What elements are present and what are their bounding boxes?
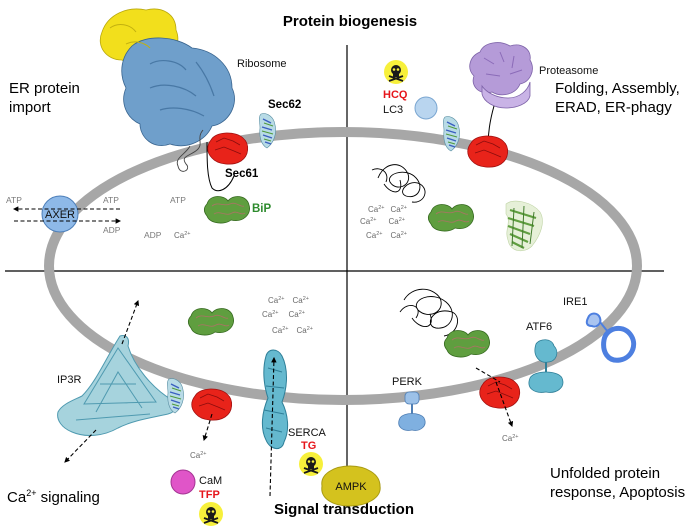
quadrant-label-er-import-line2: import — [9, 99, 52, 116]
calcium-ion-cytosol: Ca2+ — [190, 451, 207, 460]
sec61-erad — [467, 135, 509, 168]
calcium-ion-lumen-3: Ca2+Ca2+ — [272, 326, 313, 335]
title-signal-transduction: Signal transduction — [274, 501, 414, 518]
ribosome-label: Ribosome — [237, 58, 287, 70]
axer-atp-right: ATP — [103, 195, 119, 205]
calcium-ion-lumen: Ca2+Ca2+ — [268, 296, 309, 305]
calcium-ion-cluster: Ca2+Ca2+ — [368, 205, 407, 214]
serca-arrow-in — [269, 356, 277, 497]
sec62-calcium — [166, 377, 185, 414]
bip-label: BiP — [252, 203, 272, 215]
skull-crossbones-icon — [383, 59, 409, 85]
calcium-ion-cluster-3: Ca2+Ca2+ — [366, 231, 407, 240]
cam-label: CaM — [199, 475, 222, 487]
atf6-label: ATF6 — [526, 321, 552, 333]
hcq-label: HCQ — [383, 89, 408, 101]
lc3-label: LC3 — [383, 104, 403, 116]
sec62-protein — [258, 112, 277, 149]
lc3-protein — [414, 96, 438, 120]
cam-protein — [170, 469, 196, 495]
bip-chaperone — [203, 196, 251, 224]
atf6-sensor — [528, 339, 564, 393]
title-protein-biogenesis: Protein biogenesis — [283, 13, 417, 30]
ip3r-arrow-up — [121, 299, 140, 345]
sec61-label: Sec61 — [225, 168, 259, 180]
misfolded-protein-tangle — [371, 164, 426, 203]
protein-aggregate-tangle — [399, 288, 459, 337]
folded-protein-helices — [505, 200, 543, 252]
quadrant-label-upr-line2: response, Apoptosis — [550, 484, 685, 501]
proteasome-label: Proteasome — [539, 65, 598, 77]
calcium-ion-upr: Ca2+ — [502, 434, 519, 443]
sec62-label: Sec62 — [268, 99, 301, 111]
quadrant-label-upr: Unfolded protein — [550, 465, 660, 482]
tg-label: TG — [301, 440, 316, 452]
atp-lumen: ATP — [170, 195, 186, 205]
sec61-upr-arrow-out — [495, 381, 514, 428]
skull-crossbones-icon — [298, 451, 324, 477]
skull-crossbones-icon — [198, 501, 224, 527]
axer-atp-cytosol: ATP — [6, 195, 22, 205]
sec61-leak-arrow — [202, 413, 213, 442]
ire1-sensor — [585, 312, 637, 363]
sec61-translocon — [207, 132, 249, 165]
ire1-label: IRE1 — [563, 296, 587, 308]
perk-label: PERK — [392, 376, 423, 388]
ampk-kinase — [321, 465, 381, 507]
quadrant-label-folding: Folding, Assembly, — [555, 80, 680, 97]
ip3r-arrow-down — [64, 429, 97, 463]
ip3r-label: IP3R — [57, 374, 82, 386]
perk-sensor — [398, 391, 426, 431]
axer-label: AXER — [45, 209, 75, 221]
tfp-label: TFP — [199, 489, 220, 501]
quadrant-label-folding-line2: ERAD, ER-phagy — [555, 99, 672, 116]
nascent-chain — [176, 129, 204, 172]
calcium-ion: Ca2+ — [174, 231, 191, 240]
ampk-label: AMPK — [335, 481, 367, 493]
serca-pump — [261, 349, 289, 449]
calcium-ion-lumen-2: Ca2+Ca2+ — [262, 310, 305, 319]
quadrant-label-ca-signaling: Ca2+ signaling — [7, 488, 100, 506]
serca-label: SERCA — [288, 427, 327, 439]
axer-channel — [41, 195, 79, 233]
quadrant-label-er-import: ER protein — [9, 80, 80, 97]
bip-upr — [443, 330, 491, 358]
bip-folding — [427, 204, 475, 232]
nascent-chain-lumen — [206, 141, 235, 192]
bip-calcium — [187, 308, 235, 336]
ribosome-icon — [99, 8, 235, 147]
calcium-ion-cluster-2: Ca2+Ca2+ — [360, 217, 405, 226]
er-membrane — [44, 127, 642, 405]
adp-lumen: ADP — [144, 230, 162, 240]
proteasome-icon — [469, 42, 533, 109]
sec61-upr-arrow-in — [475, 367, 501, 383]
axer-adp-right: ADP — [103, 225, 121, 235]
